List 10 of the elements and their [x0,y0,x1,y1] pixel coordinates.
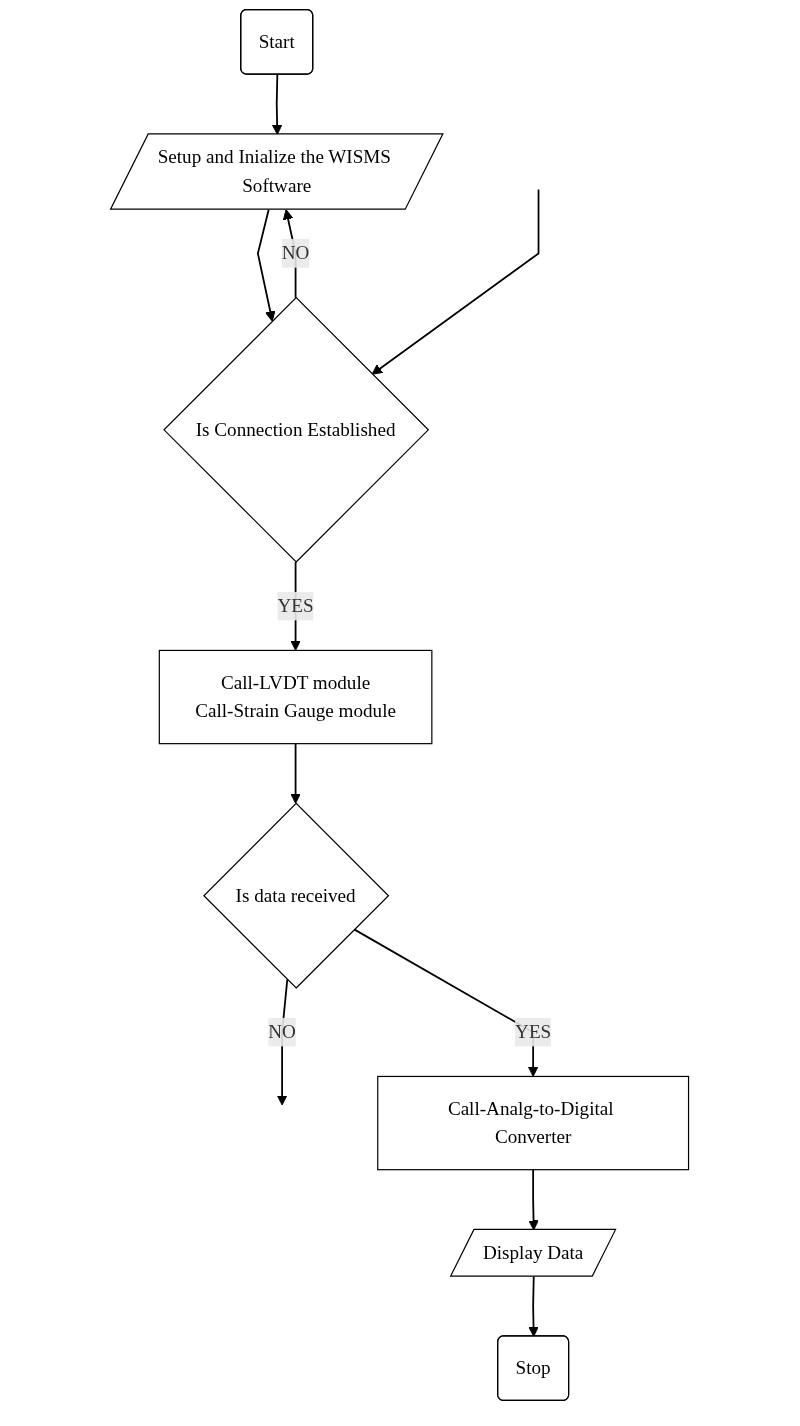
edge-label: YES [515,1021,552,1042]
arrow [372,188,540,375]
arrow [290,742,302,804]
node-diamond: Is Connection Established [163,296,430,563]
node-diamond: Is data received [203,802,390,989]
node-box: Call-Analg-to-Digital Converter [377,1075,690,1171]
edge-label: NO [268,1021,297,1042]
node-box: Call-LVDT module Call-Strain Gauge module [159,649,433,745]
edge-label: YES [277,595,315,616]
edge-label: NO [282,242,310,263]
